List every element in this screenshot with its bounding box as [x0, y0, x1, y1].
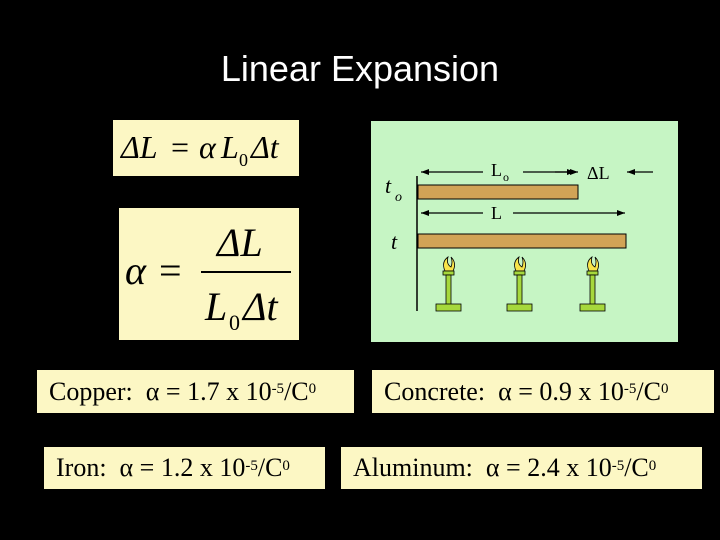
- eq2-equals: =: [159, 248, 182, 293]
- burner-1: [435, 256, 462, 312]
- linear-expansion-equation: ΔL = α L 0 Δt: [113, 120, 299, 176]
- flame-icon: [587, 256, 599, 272]
- expansion-diagram: t o t L o ΔL L: [371, 121, 678, 342]
- dL-arrowhead-left: [570, 169, 578, 175]
- dL-arrowhead-right: [627, 169, 635, 175]
- eq1-L: L: [220, 129, 239, 165]
- eq1-sub: 0: [239, 150, 248, 170]
- expanded-rod: [417, 233, 627, 249]
- eq2-den-dt: Δt: [241, 284, 278, 329]
- burner-2: [506, 256, 533, 312]
- L0-label: L: [491, 160, 502, 180]
- eq2-numerator: ΔL: [215, 220, 263, 265]
- dL-label: ΔL: [587, 163, 610, 183]
- eq1-equals: =: [171, 129, 189, 165]
- eq1-dt: Δt: [249, 129, 280, 165]
- L-arrowhead-right: [617, 210, 625, 216]
- flame-icon: [514, 256, 526, 272]
- eq1-lhs: ΔL: [119, 129, 158, 165]
- t0-subscript: o: [395, 190, 402, 205]
- eq2-alpha: α: [125, 248, 147, 293]
- L-label: L: [491, 203, 502, 223]
- t-label: t: [391, 229, 398, 254]
- slide-title: Linear Expansion: [220, 48, 500, 89]
- L0-subscript: o: [503, 170, 509, 184]
- original-rod: [417, 184, 579, 200]
- alpha-equation: α = ΔL L 0 Δt: [119, 208, 299, 340]
- eq1-alpha: α: [199, 129, 217, 165]
- eq2-den-L: L: [204, 284, 227, 329]
- t0-label: t: [385, 173, 392, 198]
- L0-arrowhead-left: [421, 169, 429, 175]
- burner-3: [579, 256, 606, 312]
- eq2-den-sub: 0: [229, 310, 240, 335]
- flame-icon: [443, 256, 455, 272]
- L-arrowhead-left: [421, 210, 429, 216]
